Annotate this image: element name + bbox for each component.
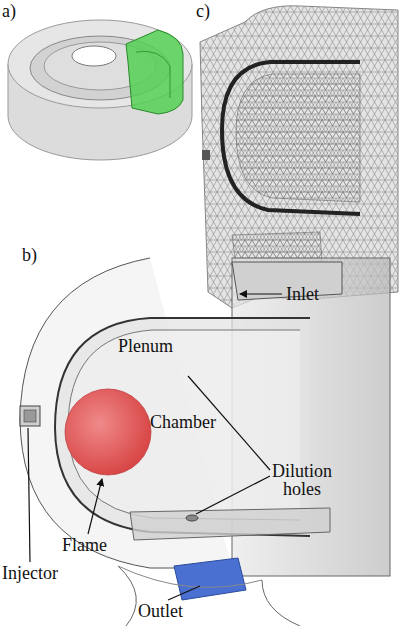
annular-combustor-view: [8, 20, 192, 160]
part-label: Outlet: [138, 602, 218, 620]
combustor-sector: [20, 258, 390, 626]
part-label: Injector: [2, 564, 82, 582]
part-label: Dilution holes: [262, 462, 342, 498]
panel-letter: b): [22, 246, 62, 264]
panel-letter: c): [196, 2, 236, 20]
part-label: Plenum: [118, 337, 208, 355]
part-label: Inlet: [286, 285, 356, 303]
panel-letter: a): [2, 2, 42, 20]
part-label: Flame: [62, 536, 132, 554]
part-label: Chamber: [150, 413, 250, 431]
leader-lines: [28, 294, 282, 600]
